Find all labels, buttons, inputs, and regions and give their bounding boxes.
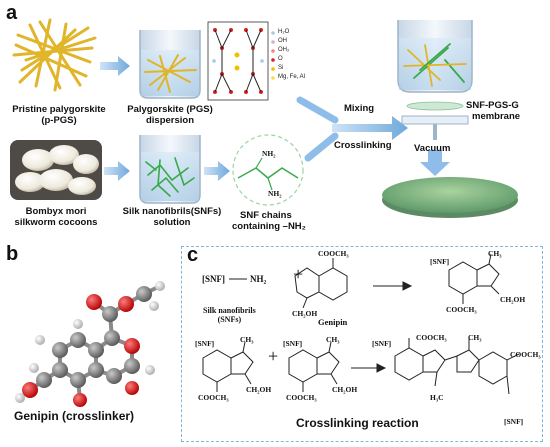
- legend-o: O: [278, 56, 283, 62]
- vacuum-label: Vacuum: [414, 143, 451, 154]
- crosslinking-reaction-caption: Crosslinking reaction: [296, 416, 419, 430]
- snf-tag-1: [SNF]: [202, 274, 225, 284]
- panel-b-letter: b: [6, 243, 19, 265]
- comp1-cooch3: COOCH₃: [198, 393, 229, 402]
- genipin-label: Genipin: [318, 317, 348, 327]
- comp2-cooch3: COOCH₃: [286, 393, 317, 402]
- cocoon-label-line2: silkworm cocoons: [14, 217, 98, 228]
- panel-a-graphics: [10, 18, 518, 218]
- dimer-cooch3-1: COOCH₃: [416, 333, 447, 342]
- membrane-label: SNF-PGS-G membrane: [466, 100, 520, 122]
- genipin-ch2oh: CH₂OH: [292, 309, 318, 318]
- cocoon-label-line1: Bombyx mori: [25, 206, 87, 217]
- plus-2: +: [268, 346, 279, 366]
- plus-1: +: [293, 264, 304, 284]
- legend-oh: OH: [278, 38, 287, 44]
- snf-caption-line2: (SNFs): [217, 315, 242, 324]
- snf-tag-2: [SNF]: [195, 339, 215, 348]
- pgs-dispersion-line2: dispersion: [145, 115, 195, 126]
- crosslinking-label: Crosslinking: [334, 140, 392, 151]
- snf-solution-label: Silk nanofibrils(SNFs) solution: [117, 206, 227, 228]
- snf-tag-dimer-1: [SNF]: [372, 339, 392, 348]
- merge-arrow: [296, 96, 408, 162]
- legend-h2o: H₂O: [278, 29, 290, 35]
- pristine-label: Pristine palygorskite (p-PGS): [4, 104, 114, 126]
- membrane-label-line2: membrane: [472, 111, 521, 122]
- chain-nh2-top: NH₂: [262, 149, 276, 158]
- nh2-reactant: NH₂: [250, 274, 267, 284]
- panel-c-frame: [181, 246, 543, 442]
- snf-chain-zoom: [232, 134, 304, 206]
- snf-solution-line2: solution: [153, 217, 191, 228]
- dimer-cooch3-2: COOCH₃: [510, 350, 541, 359]
- snf-chains-line1: SNF chains: [240, 210, 292, 221]
- pgs-dispersion-line1: Palygorskite (PGS): [127, 104, 213, 115]
- snf-solution-line1: Silk nanofibrils(SNFs): [122, 206, 222, 217]
- dimer-h3c: H₃C: [430, 393, 444, 402]
- legend-si: Si: [278, 65, 284, 71]
- membrane-label-line1: SNF-PGS-G: [466, 100, 519, 111]
- snf-caption: Silk nanofibrils (SNFs): [203, 306, 256, 324]
- genipin-caption: Genipin (crosslinker): [14, 409, 135, 423]
- cocoon-label: Bombyx mori silkworm cocoons: [10, 206, 102, 228]
- dimer-ch3: CH₃: [468, 333, 482, 342]
- genipin-cooch3: COOCH₃: [318, 249, 349, 258]
- snf-beaker: [139, 135, 201, 204]
- snf-chains-line2: containing –NH₂: [232, 221, 306, 232]
- legend-oh2: OH₂: [278, 47, 290, 53]
- product-1-ch2oh: CH₂OH: [500, 295, 526, 304]
- legend-markers: [271, 31, 275, 80]
- pgs-dispersion-label: Palygorskite (PGS) dispersion: [120, 104, 220, 126]
- panel-c-letter: c: [187, 244, 199, 266]
- chain-nh2-bottom: NH₂: [268, 189, 282, 198]
- genipin-ball-stick-model: [15, 281, 165, 407]
- product-1-ch3: CH₃: [488, 249, 502, 258]
- snf-tag-dimer-2: [SNF]: [504, 417, 524, 426]
- crosslinking-scheme: [202, 253, 520, 395]
- panel-a-letter: a: [6, 2, 18, 24]
- pristine-label-line2: (p-PGS): [41, 115, 77, 126]
- mixing-label: Mixing: [344, 103, 375, 114]
- membrane-disc: [382, 177, 518, 218]
- snf-tag-product-1: [SNF]: [430, 257, 450, 266]
- palygorskite-fibers: [12, 18, 97, 92]
- comp1-ch2oh: CH₂OH: [246, 385, 272, 394]
- pgs-beaker: [139, 30, 201, 99]
- cocoons-image: [10, 140, 102, 200]
- legend-mg: Mg, Fe, Al: [278, 74, 306, 80]
- snf-tag-3: [SNF]: [283, 339, 303, 348]
- vacuum-filter: [397, 20, 473, 140]
- pristine-label-line1: Pristine palygorskite: [12, 104, 106, 115]
- crystal-structure: [207, 21, 269, 101]
- snf-chains-label: SNF chains containing –NH₂: [232, 210, 312, 232]
- comp2-ch3: CH₃: [326, 335, 340, 344]
- comp1-ch3: CH₃: [240, 335, 254, 344]
- product-1-cooch3: COOCH₃: [446, 305, 477, 314]
- snf-caption-line1: Silk nanofibrils: [203, 306, 256, 315]
- comp2-ch2oh: CH₂OH: [332, 385, 358, 394]
